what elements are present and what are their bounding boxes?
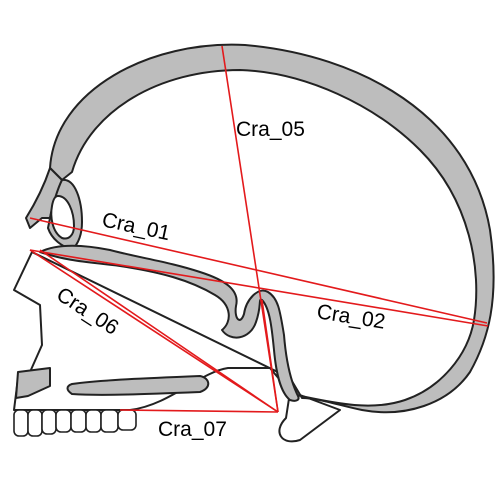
teeth	[13, 409, 137, 437]
cra-07-label: Cra_07	[158, 418, 227, 441]
tooth	[41, 409, 57, 435]
tooth	[85, 409, 102, 433]
cra-02-label: Cra_02	[315, 300, 387, 333]
cra-06-line	[29, 249, 279, 413]
cranial-base	[39, 244, 300, 402]
tooth	[117, 409, 137, 431]
palate	[66, 375, 210, 396]
tooth	[100, 409, 119, 433]
cra-07b-line	[261, 299, 279, 413]
measurement-lines	[29, 45, 489, 413]
tooth	[55, 409, 72, 433]
orbit	[50, 195, 75, 240]
cra-01-line	[29, 217, 488, 324]
upper-jaw	[15, 367, 51, 399]
cra-05-label: Cra_05	[236, 118, 305, 141]
cra-01-label: Cra_01	[100, 208, 172, 245]
tooth	[27, 409, 43, 437]
cra-07-line	[119, 409, 279, 413]
cra-06b-line	[39, 249, 279, 413]
tooth	[70, 409, 87, 433]
tooth	[13, 409, 29, 437]
